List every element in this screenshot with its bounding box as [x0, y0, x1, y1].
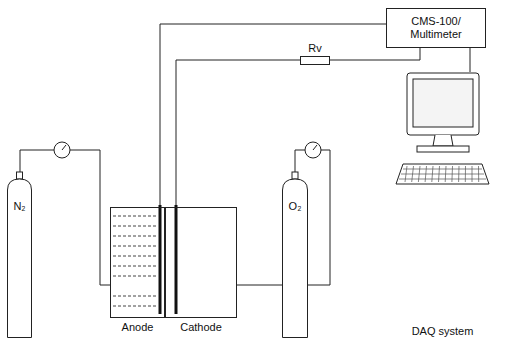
- wire: [176, 60, 300, 207]
- cylinder-outline: [7, 172, 32, 338]
- anode-electrode: [159, 205, 162, 314]
- gas-cylinder: O₂: [282, 172, 308, 338]
- pressure-gauge: [305, 142, 321, 158]
- cylinder-outline: [282, 172, 308, 338]
- wire: [330, 48, 420, 60]
- computer: DAQ system: [395, 72, 490, 192]
- multimeter-box: CMS-100/ Multimeter: [386, 8, 486, 48]
- anolyte-hatching: [113, 216, 156, 306]
- cathode-electrode: [175, 205, 178, 314]
- wire: [20, 150, 110, 285]
- computer-drawing: [395, 72, 490, 192]
- node-label: Rv: [307, 42, 322, 55]
- node-label: Anode: [121, 321, 155, 334]
- resistor-symbol: Rv: [300, 56, 330, 65]
- gas-cylinder: N₂: [7, 172, 32, 338]
- node-label: DAQ system: [411, 325, 475, 338]
- wire: [470, 48, 471, 72]
- pressure-gauge: [54, 142, 70, 158]
- node-text: O₂: [282, 200, 308, 213]
- anode-chamber: Anode: [110, 207, 165, 318]
- node-text: CMS-100/ Multimeter: [400, 15, 472, 40]
- cathode-chamber: Cathode: [165, 207, 237, 318]
- node-text: N₂: [7, 200, 32, 213]
- node-label: Cathode: [179, 321, 223, 334]
- wire: [160, 24, 386, 207]
